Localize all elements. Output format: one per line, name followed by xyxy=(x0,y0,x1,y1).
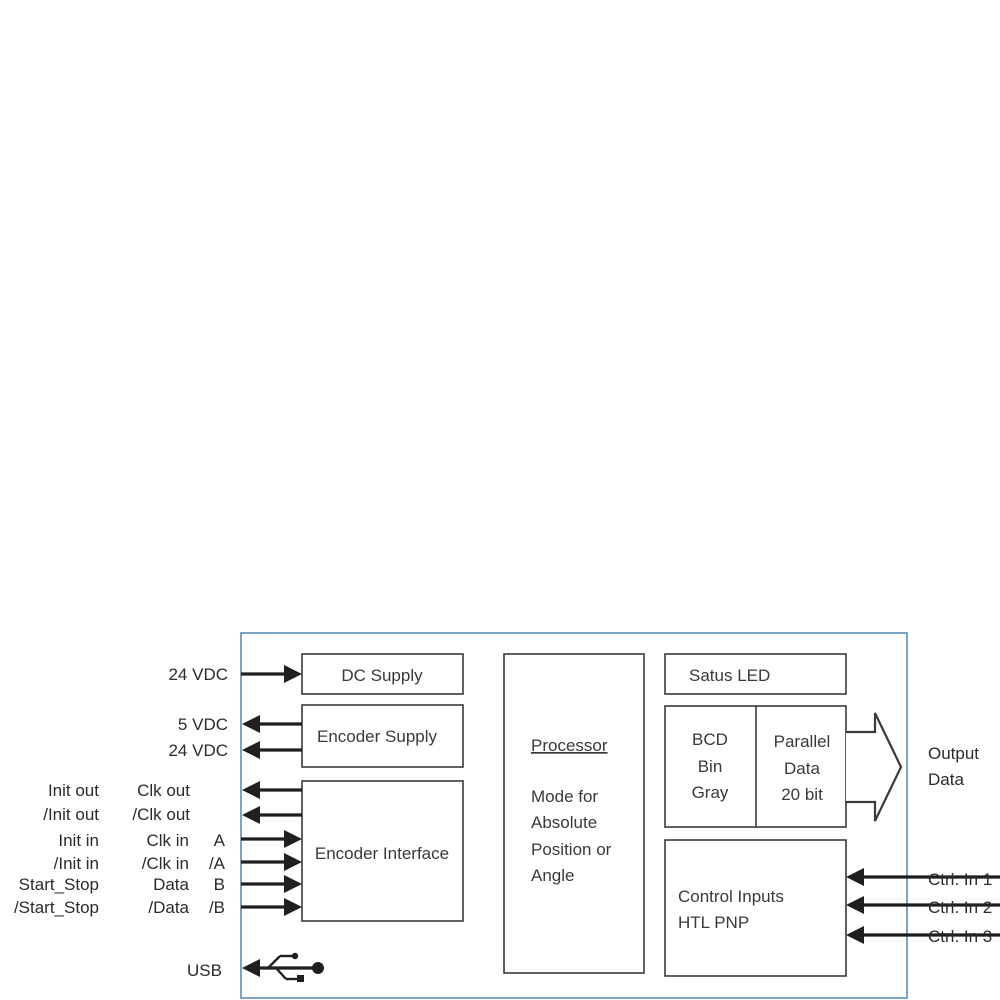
processor-block xyxy=(503,653,645,974)
dc-supply-block xyxy=(301,653,464,695)
signal-row-6-col3: /B xyxy=(209,898,225,917)
supply-out-5v-arrowhead xyxy=(242,715,260,733)
control-line-1: Control Inputs xyxy=(678,887,784,906)
supply-in-label: 24 VDC xyxy=(168,665,228,684)
signal-out-1-arrowhead xyxy=(242,781,260,799)
signal-row-2-col1: /Init out xyxy=(43,805,99,824)
signal-row-4-col1: /Init in xyxy=(54,854,99,873)
ctrl-in-2-arrowhead xyxy=(846,896,864,914)
control-line-2: HTL PNP xyxy=(678,913,749,932)
processor-line-1: Mode for xyxy=(531,787,598,806)
signal-row-4-col3: /A xyxy=(209,854,226,873)
status-led-block xyxy=(664,653,847,695)
processor-title: Processor xyxy=(531,736,608,755)
supply-out-24v-arrowhead xyxy=(242,741,260,759)
signal-row-3-col3: A xyxy=(214,831,226,850)
signal-in-2-arrowhead xyxy=(284,853,302,871)
supply-out-5v-label: 5 VDC xyxy=(178,715,228,734)
signal-in-1-arrowhead xyxy=(284,830,302,848)
supply-in-arrowhead xyxy=(284,665,302,683)
signal-row-5-col3: B xyxy=(214,875,225,894)
signal-row-6-col1: /Start_Stop xyxy=(14,898,99,917)
usb-icon xyxy=(242,952,324,982)
ctrl-in-3-arrowhead xyxy=(846,926,864,944)
signal-row-2-col2: /Clk out xyxy=(132,805,190,824)
signal-row-3-col1: Init in xyxy=(58,831,99,850)
code-line-2: Bin xyxy=(698,757,723,776)
signal-row-1-col1: Init out xyxy=(48,781,99,800)
device-enclosure xyxy=(240,632,908,999)
encoder-interface-label: Encoder Interface xyxy=(315,844,449,863)
status-led-label: Satus LED xyxy=(689,666,770,685)
processor-line-2: Absolute xyxy=(531,813,597,832)
usb-label: USB xyxy=(187,961,222,980)
processor-line-3: Position or xyxy=(531,840,612,859)
parallel-line-1: Parallel xyxy=(774,732,831,751)
ctrl-in-3-label: Ctrl. In 3 xyxy=(928,927,992,946)
control-inputs-block xyxy=(664,839,847,977)
ctrl-in-1-arrowhead xyxy=(846,868,864,886)
supply-out-24v-label: 24 VDC xyxy=(168,741,228,760)
code-line-1: BCD xyxy=(692,730,728,749)
signal-row-1-col2: Clk out xyxy=(137,781,190,800)
parallel-line-2: Data xyxy=(784,759,820,778)
signal-row-5-col1: Start_Stop xyxy=(19,875,99,894)
signal-row-5-col2: Data xyxy=(153,875,189,894)
signal-in-4-arrowhead xyxy=(284,898,302,916)
output-data-line-2: Data xyxy=(928,770,964,789)
ctrl-in-1-label: Ctrl. In 1 xyxy=(928,870,992,889)
ctrl-in-2-label: Ctrl. In 2 xyxy=(928,898,992,917)
signal-in-3-arrowhead xyxy=(284,875,302,893)
signal-row-4-col2: /Clk in xyxy=(142,854,189,873)
signal-row-3-col2: Clk in xyxy=(146,831,189,850)
parallel-line-3: 20 bit xyxy=(781,785,823,804)
code-line-3: Gray xyxy=(692,783,729,802)
signal-out-2-arrowhead xyxy=(242,806,260,824)
encoder-interface-block xyxy=(301,780,464,922)
encoder-supply-block xyxy=(301,704,464,768)
dc-supply-label: DC Supply xyxy=(341,666,423,685)
hollow-arrow-right-icon xyxy=(846,712,903,822)
signal-row-6-col2: /Data xyxy=(148,898,189,917)
processor-line-4: Angle xyxy=(531,866,574,885)
output-data-line-1: Output xyxy=(928,744,979,763)
encoder-supply-label: Encoder Supply xyxy=(317,727,438,746)
